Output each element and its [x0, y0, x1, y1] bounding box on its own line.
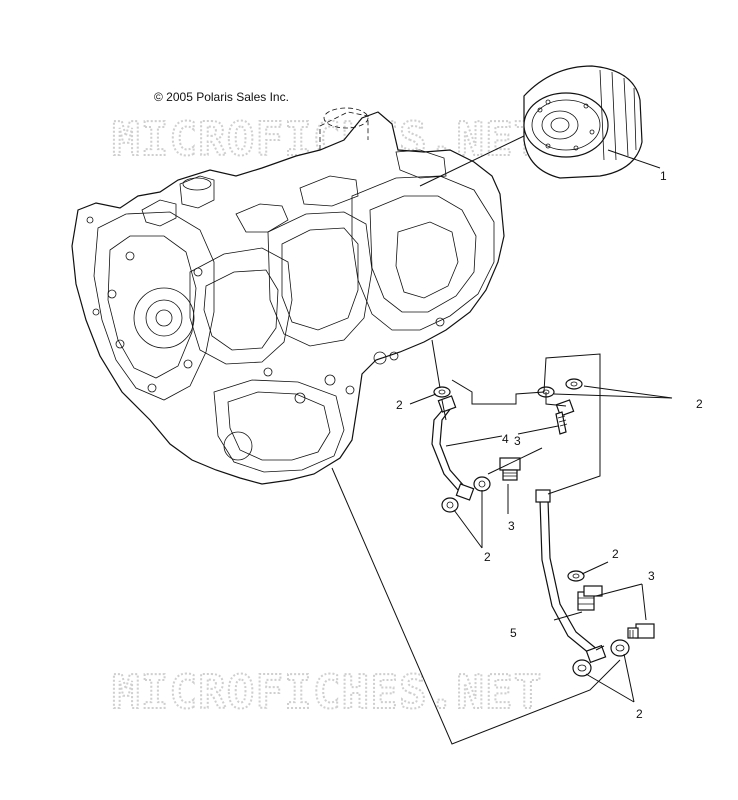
callout-oil-line-upper: 4 — [502, 432, 509, 446]
callout-oil-line-lower: 5 — [510, 626, 517, 640]
copyright-notice: © 2005 Polaris Sales Inc. — [154, 90, 289, 104]
callout-bolt-lower-right: 3 — [648, 569, 655, 583]
oil-line-upper — [431, 395, 475, 501]
callout-washers-upper-left: 2 — [396, 398, 403, 412]
callout-washers-upper-right: 2 — [696, 397, 703, 411]
callout-bolt-upper: 3 — [514, 434, 521, 448]
oil-filter — [523, 65, 643, 179]
callout-bolt-mid: 3 — [508, 519, 515, 533]
callout-washer-right-mid: 2 — [612, 547, 619, 561]
banjo-bolts — [499, 399, 655, 639]
watermark-bottom: MICROFICHES.NET — [112, 665, 542, 719]
callout-oil-filter: 1 — [660, 169, 667, 183]
engine-crankcase — [71, 107, 505, 485]
assembly-lines — [331, 135, 673, 745]
callout-washers-bottom: 2 — [636, 707, 643, 721]
callout-washers-lower-left: 2 — [484, 550, 491, 564]
callout-labels: 1 2 2 3 4 3 2 2 3 5 2 — [396, 169, 703, 721]
